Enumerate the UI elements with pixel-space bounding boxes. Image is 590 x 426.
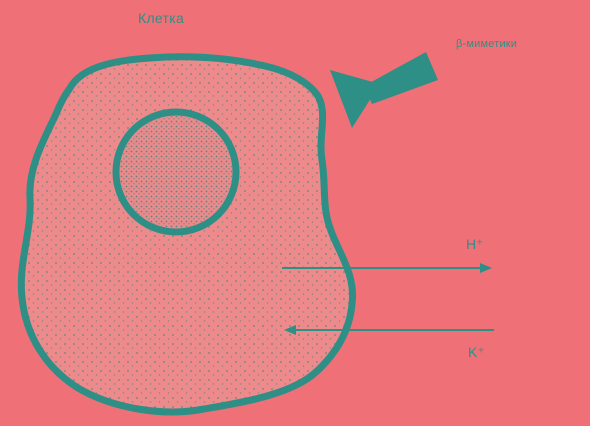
ion-out-label: K⁺ (468, 344, 485, 361)
agent-label: β-миметики (456, 38, 517, 50)
cell-label: Клетка (138, 10, 184, 26)
ion-in-label: H⁺ (466, 236, 484, 253)
nucleus-chromatin (120, 116, 232, 228)
agent-arrow (330, 52, 438, 128)
